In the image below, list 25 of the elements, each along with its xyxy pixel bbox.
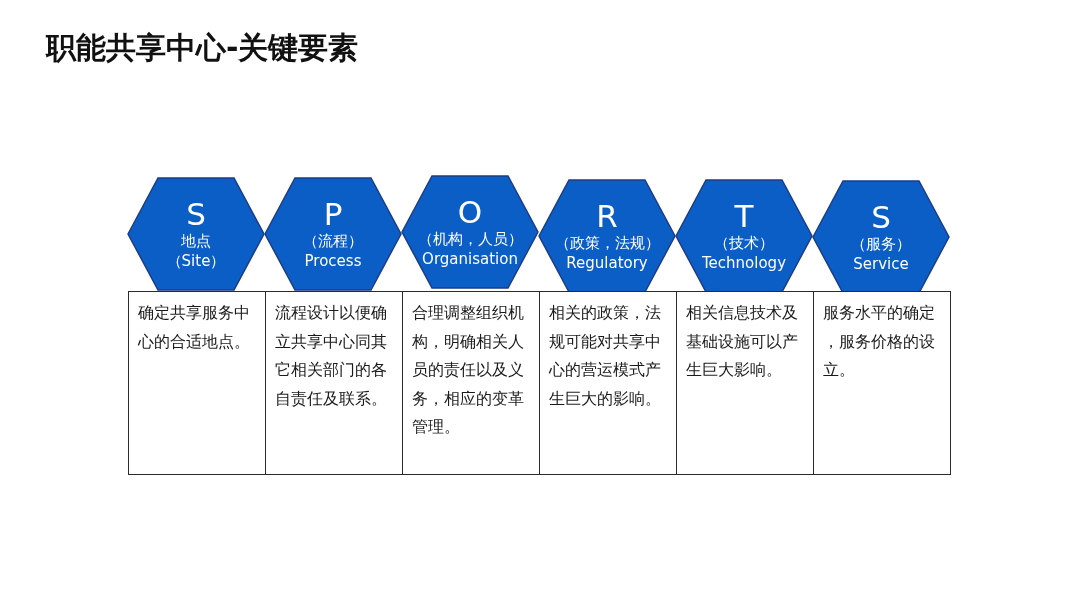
letter-heading: T [734,199,754,233]
letter-heading: S [871,200,891,234]
letter-heading: P [323,197,343,231]
title: 职能共享中心-关键要素 [46,29,359,67]
hexagon-label: （流程） [303,231,363,251]
hexagon-label: Regulatory [566,253,648,273]
hexagon-label: （Site） [166,251,226,271]
hexagon-label: Organisation [422,249,518,269]
hexagon-label: （技术） [714,233,774,253]
description-box: 流程设计以便确立共享中心同其它相关部门的各自责任及联系。 [265,291,403,475]
letter-heading: S [186,197,206,231]
hexagon-label: （政策，法规） [554,233,660,253]
description-box: 相关的政策，法规可能对共享中心的营运模式产生巨大的影响。 [539,291,677,475]
description-box: 合理调整组织机构，明确相关人员的责任以及义务，相应的变革管理。 [402,291,540,475]
description-box: 相关信息技术及基础设施可以产生巨大影响。 [676,291,814,475]
letter-heading: O [457,195,483,229]
hexagon-label: （机构，人员） [417,229,523,249]
hexagon-label: Process [304,251,362,271]
description-box: 服务水平的确定，服务价格的设立。 [813,291,951,475]
description-box: 确定共享服务中心的合适地点。 [128,291,266,475]
hexagon-label: Technology [702,253,786,273]
hexagon-label: Service [853,254,909,274]
hexagon-label: 地点 [181,231,211,251]
hexagon-label: （服务） [851,234,911,254]
letter-heading: R [596,199,618,233]
